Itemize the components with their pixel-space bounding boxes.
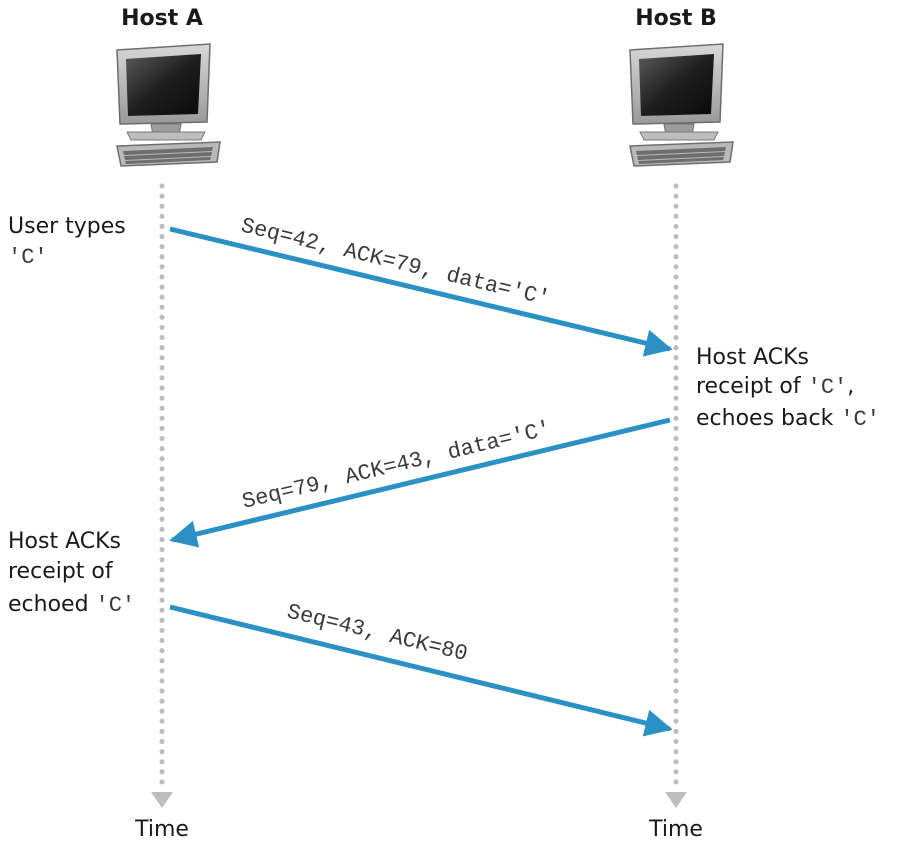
message-label-2: Seq=79, ACK=43, data='C': [240, 417, 554, 515]
note-host-b-line3: echoes back 'C': [696, 406, 880, 432]
host-b-time-label: Time: [648, 817, 703, 842]
host-b-time-arrowhead: [665, 792, 687, 808]
note-user-types-line2: 'C': [8, 245, 48, 270]
note-host-b-line1: Host ACKs: [696, 345, 809, 370]
host-a-title: Host A: [121, 6, 203, 31]
note-host-b-line2: receipt of 'C',: [696, 374, 854, 400]
note-user-types-line1: User types: [8, 214, 126, 239]
note-host-a-line2: receipt of: [8, 559, 114, 584]
host-b-title: Host B: [635, 6, 717, 31]
host-a-computer-icon: [116, 43, 221, 167]
note-host-a-line3: echoed 'C': [8, 592, 135, 618]
message-arrow-1: [169, 226, 673, 357]
host-a-time-arrowhead: [151, 792, 173, 808]
host-a-time-label: Time: [134, 817, 189, 842]
message-arrow-2: [169, 417, 671, 548]
host-b-computer-icon: [629, 43, 734, 167]
message-label-1: Seq=42, ACK=79, data='C': [238, 213, 552, 311]
note-host-a-line1: Host ACKs: [8, 529, 121, 554]
message-arrow-3: [169, 604, 673, 737]
